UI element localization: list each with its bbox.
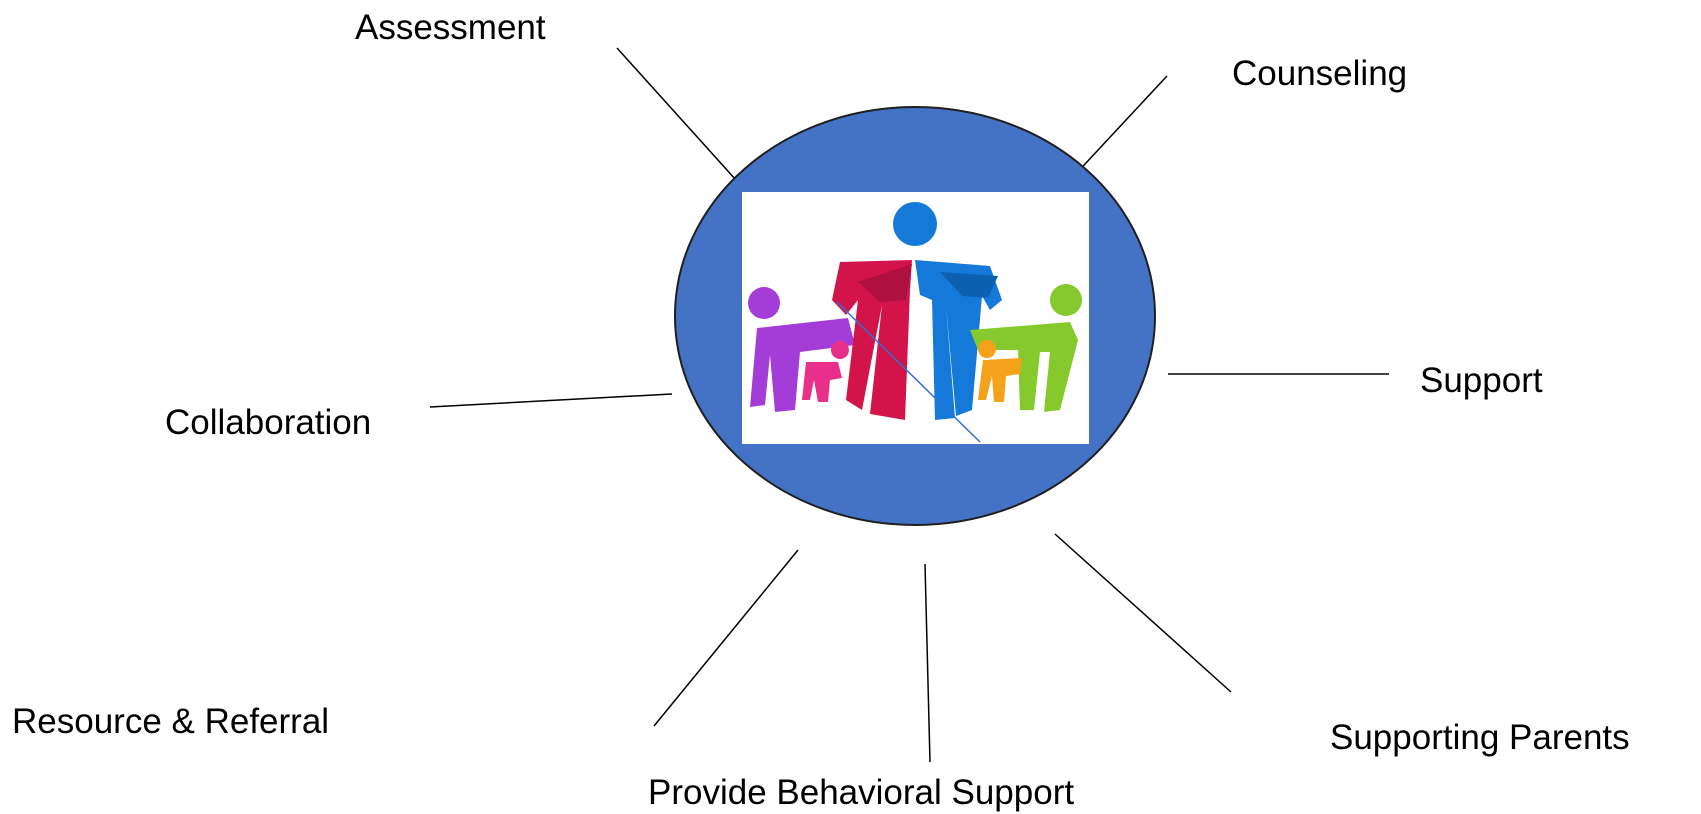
green-figure-icon	[970, 284, 1082, 412]
connector-parents	[1054, 533, 1232, 693]
connector-lines	[429, 47, 1389, 763]
label-supporting-parents: Supporting Parents	[1330, 718, 1630, 757]
blue-figure-icon	[893, 202, 1002, 420]
center-image	[742, 192, 1089, 444]
connector-resource	[653, 549, 799, 727]
red-figure-icon	[832, 260, 912, 420]
label-resource-referral: Resource & Referral	[12, 702, 330, 741]
diagonal-accent-line	[836, 301, 981, 443]
purple-figure-icon	[748, 287, 855, 412]
orange-child-figure-icon	[978, 340, 1022, 402]
label-collaboration: Collaboration	[165, 403, 372, 442]
connector-assessment	[616, 47, 746, 191]
label-assessment: Assessment	[355, 8, 546, 47]
label-behavioral-support: Provide Behavioral Support	[648, 773, 1075, 812]
connector-collaboration	[429, 393, 673, 408]
pink-child-figure-icon	[802, 341, 849, 402]
connector-behavioral	[924, 563, 931, 763]
label-counseling: Counseling	[1232, 54, 1408, 93]
label-support: Support	[1420, 361, 1543, 400]
